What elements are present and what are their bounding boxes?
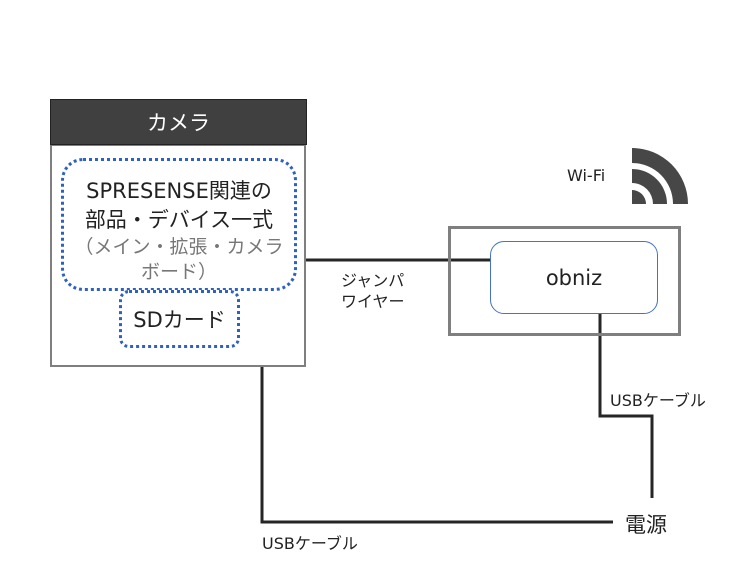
usb-cable-camera-label: USBケーブル [262,534,358,553]
jumper-wire-label-line-2: ワイヤー [341,292,405,311]
spresense-text-line-3: （メイン・拡張・カメラ [74,236,284,258]
usb-cable-obniz-wire [598,314,654,498]
spresense-text-line-2: 部品・デバイス一式 [84,208,274,232]
wifi-icon [632,148,688,204]
sd-card-box: SDカード [119,290,240,348]
obniz-box: obniz [490,241,658,314]
spresense-text-line-1: SPRESENSE関連の [86,179,272,203]
wifi-arc-large [632,148,688,204]
spresense-parts-group: SPRESENSE関連の 部品・デバイス一式 （メイン・拡張・カメラ ボード） [61,158,297,291]
wifi-arc-medium [632,169,667,204]
obniz-container [448,226,681,336]
power-source-label: 電源 [625,513,667,537]
usb-cable-camera-wire [260,290,613,524]
jumper-wire-label-line-1: ジャンパ [341,271,405,290]
wifi-arc-small [632,190,646,204]
camera-title: カメラ [50,99,307,145]
usb-cable-obniz-label: USBケーブル [610,391,706,410]
spresense-text-line-4: ボード） [140,261,217,283]
wifi-label: Wi-Fi [567,166,606,185]
